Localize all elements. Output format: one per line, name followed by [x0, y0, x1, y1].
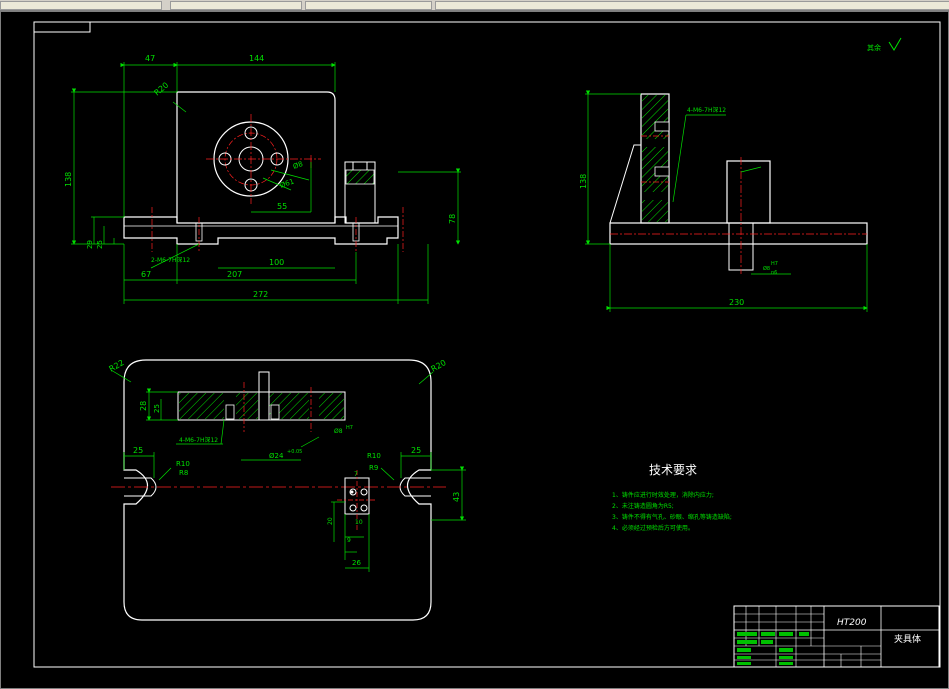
svg-text:138: 138 — [579, 174, 588, 189]
svg-text:25: 25 — [96, 240, 104, 249]
svg-text:4-M6-7H深12: 4-M6-7H深12 — [687, 106, 726, 114]
svg-text:7: 7 — [354, 471, 358, 478]
svg-text:138: 138 — [64, 172, 73, 187]
svg-text:47: 47 — [145, 54, 155, 63]
svg-text:R10: R10 — [367, 452, 381, 460]
svg-text:25: 25 — [133, 446, 143, 455]
svg-text:其余: 其余 — [867, 43, 881, 52]
svg-text:R8: R8 — [179, 469, 188, 477]
toolbar-segment — [0, 1, 162, 10]
cad-drawing-canvas[interactable]: 其余 — [0, 11, 949, 689]
svg-text:Ø8: Ø8 — [763, 265, 770, 272]
svg-text:9: 9 — [347, 537, 351, 544]
front-view: 47 144 138 29 25 78 55 100 67 207 272 R2… — [64, 54, 461, 304]
svg-text:Ø8: Ø8 — [334, 428, 343, 435]
svg-text:R22: R22 — [108, 358, 126, 374]
tech-requirement-item: 4、必须经过预检后方可使用。 — [612, 524, 694, 532]
window-top-bar — [0, 0, 949, 11]
svg-text:20: 20 — [327, 517, 334, 525]
svg-text:2-M6-7H深12: 2-M6-7H深12 — [151, 256, 190, 264]
svg-text:100: 100 — [269, 258, 284, 267]
svg-text:10: 10 — [355, 519, 363, 526]
svg-text:R20: R20 — [153, 81, 171, 98]
tech-requirements-title: 技术要求 — [649, 463, 697, 477]
toolbar-segment — [305, 1, 432, 10]
drawing-sheet: 其余 — [33, 21, 941, 668]
material-label: HT200 — [837, 618, 867, 628]
svg-text:R9: R9 — [369, 464, 378, 472]
roughness-symbol-icon — [888, 37, 902, 51]
svg-text:4-M6-7H深12: 4-M6-7H深12 — [179, 436, 218, 444]
svg-text:Ø8: Ø8 — [292, 160, 304, 171]
tech-requirement-item: 1、铸件应进行时效处理，消除内应力; — [612, 491, 714, 499]
svg-text:78: 78 — [448, 214, 457, 224]
svg-text:272: 272 — [253, 290, 268, 299]
svg-text:55: 55 — [277, 202, 287, 211]
svg-text:R20: R20 — [430, 358, 448, 374]
svg-text:207: 207 — [227, 270, 242, 279]
svg-text:67: 67 — [141, 270, 151, 279]
svg-text:43: 43 — [452, 492, 461, 502]
side-rib-outline — [609, 144, 642, 224]
svg-text:144: 144 — [249, 54, 264, 63]
svg-text:29: 29 — [86, 240, 94, 249]
svg-text:25: 25 — [411, 446, 421, 455]
front-base-outline — [123, 216, 399, 245]
front-support-block — [344, 161, 376, 224]
svg-text:n6: n6 — [771, 270, 777, 276]
svg-text:230: 230 — [729, 298, 744, 307]
toolbar-segment — [435, 1, 949, 10]
svg-text:26: 26 — [352, 559, 361, 567]
title-block: HT200 夹具体 — [733, 605, 940, 668]
svg-text:25: 25 — [153, 404, 161, 413]
roughness-note: 其余 — [867, 37, 902, 52]
part-name-label: 夹具体 — [894, 633, 921, 645]
top-base-outline — [123, 359, 432, 621]
svg-text:+0.05: +0.05 — [287, 449, 302, 455]
svg-text:28: 28 — [139, 401, 148, 411]
svg-text:Ø24: Ø24 — [269, 452, 284, 460]
tech-requirements: 技术要求 1、铸件应进行时效处理，消除内应力; 2、未注铸造圆角为R5; 3、铸… — [612, 463, 732, 532]
side-view: 138 230 4-M6-7H深12 Ø8 H7 n6 — [579, 90, 868, 312]
frame-corner-box — [33, 21, 91, 33]
front-upright-outline — [176, 91, 336, 223]
side-base-outline — [609, 222, 868, 245]
tech-requirement-item: 3、铸件不得有气孔、砂眼、缩孔等铸造缺陷; — [612, 513, 732, 521]
svg-text:H7: H7 — [346, 425, 353, 431]
top-view: R22 R20 28 25 25 25 R10 R8 R10 R9 43 7 2… — [108, 358, 466, 621]
svg-text:H7: H7 — [771, 261, 778, 267]
svg-text:R10: R10 — [176, 460, 190, 468]
toolbar-segment — [170, 1, 302, 10]
tech-requirement-item: 2、未注铸造圆角为R5; — [612, 502, 674, 510]
drawing-frame — [33, 21, 941, 668]
